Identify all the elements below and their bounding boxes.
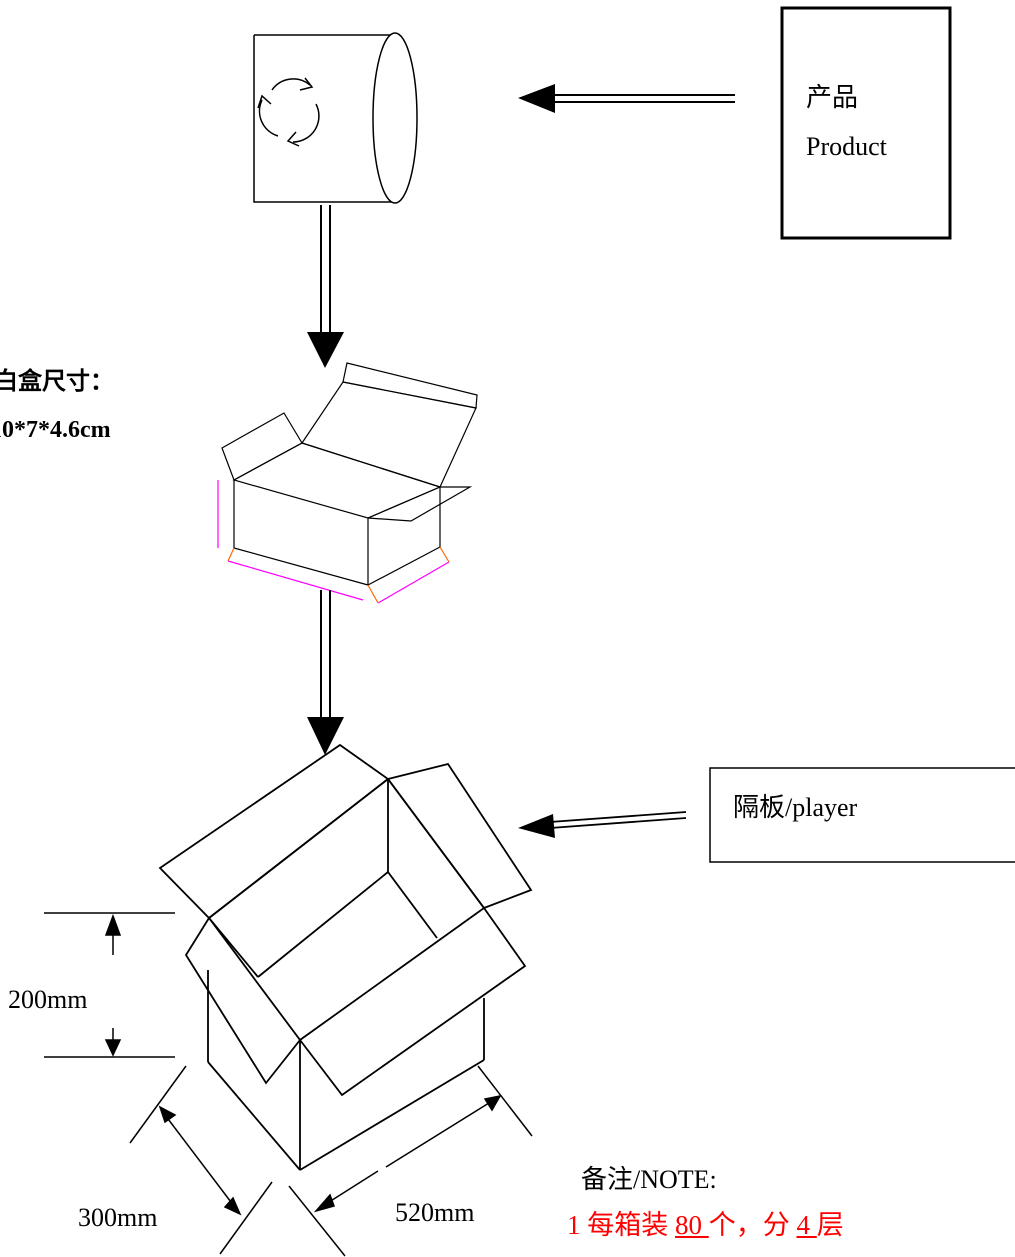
inner-box [221,362,478,586]
arrow-product-to-bag [518,84,735,113]
partition-box [709,767,1015,863]
poly-bag [253,32,418,204]
inner-box-size-value: 10*7*4.6cm [0,417,111,443]
carton-depth-label: 300mm [78,1203,158,1232]
carton-height-label: 200mm [8,985,88,1014]
note-suffix: 层 [816,1210,844,1240]
arrow-partition [518,811,687,838]
carton-length-label: 520mm [395,1198,475,1227]
product-label-cn: 产品 [806,83,859,112]
arrow-bag-to-inner-box [307,205,344,368]
partition-label: 隔板/player [733,793,858,822]
note-mid: 个，分 [708,1210,797,1240]
product-label-en: Product [806,132,887,161]
carton-height-dimension [44,912,175,1058]
arrow-inner-box-to-carton [307,590,344,755]
note-line: 1 每箱装 80 个，分 4 层 [567,1212,844,1239]
carton-depth-dimension [129,1065,273,1255]
carton [158,743,533,1171]
product-box [780,6,952,240]
note-title: 备注/NOTE: [581,1165,717,1194]
inner-box-size-title: 白盒尺寸： [0,369,114,395]
note-layers: 4 [796,1210,817,1240]
note-quantity: 80 [675,1210,709,1240]
note-prefix: 1 每箱装 [567,1210,675,1240]
recycle-icon [257,77,320,147]
inner-box-dim-lines [217,480,450,604]
carton-length-dimension [288,1065,533,1257]
inner-box-edge-marks [227,546,450,604]
